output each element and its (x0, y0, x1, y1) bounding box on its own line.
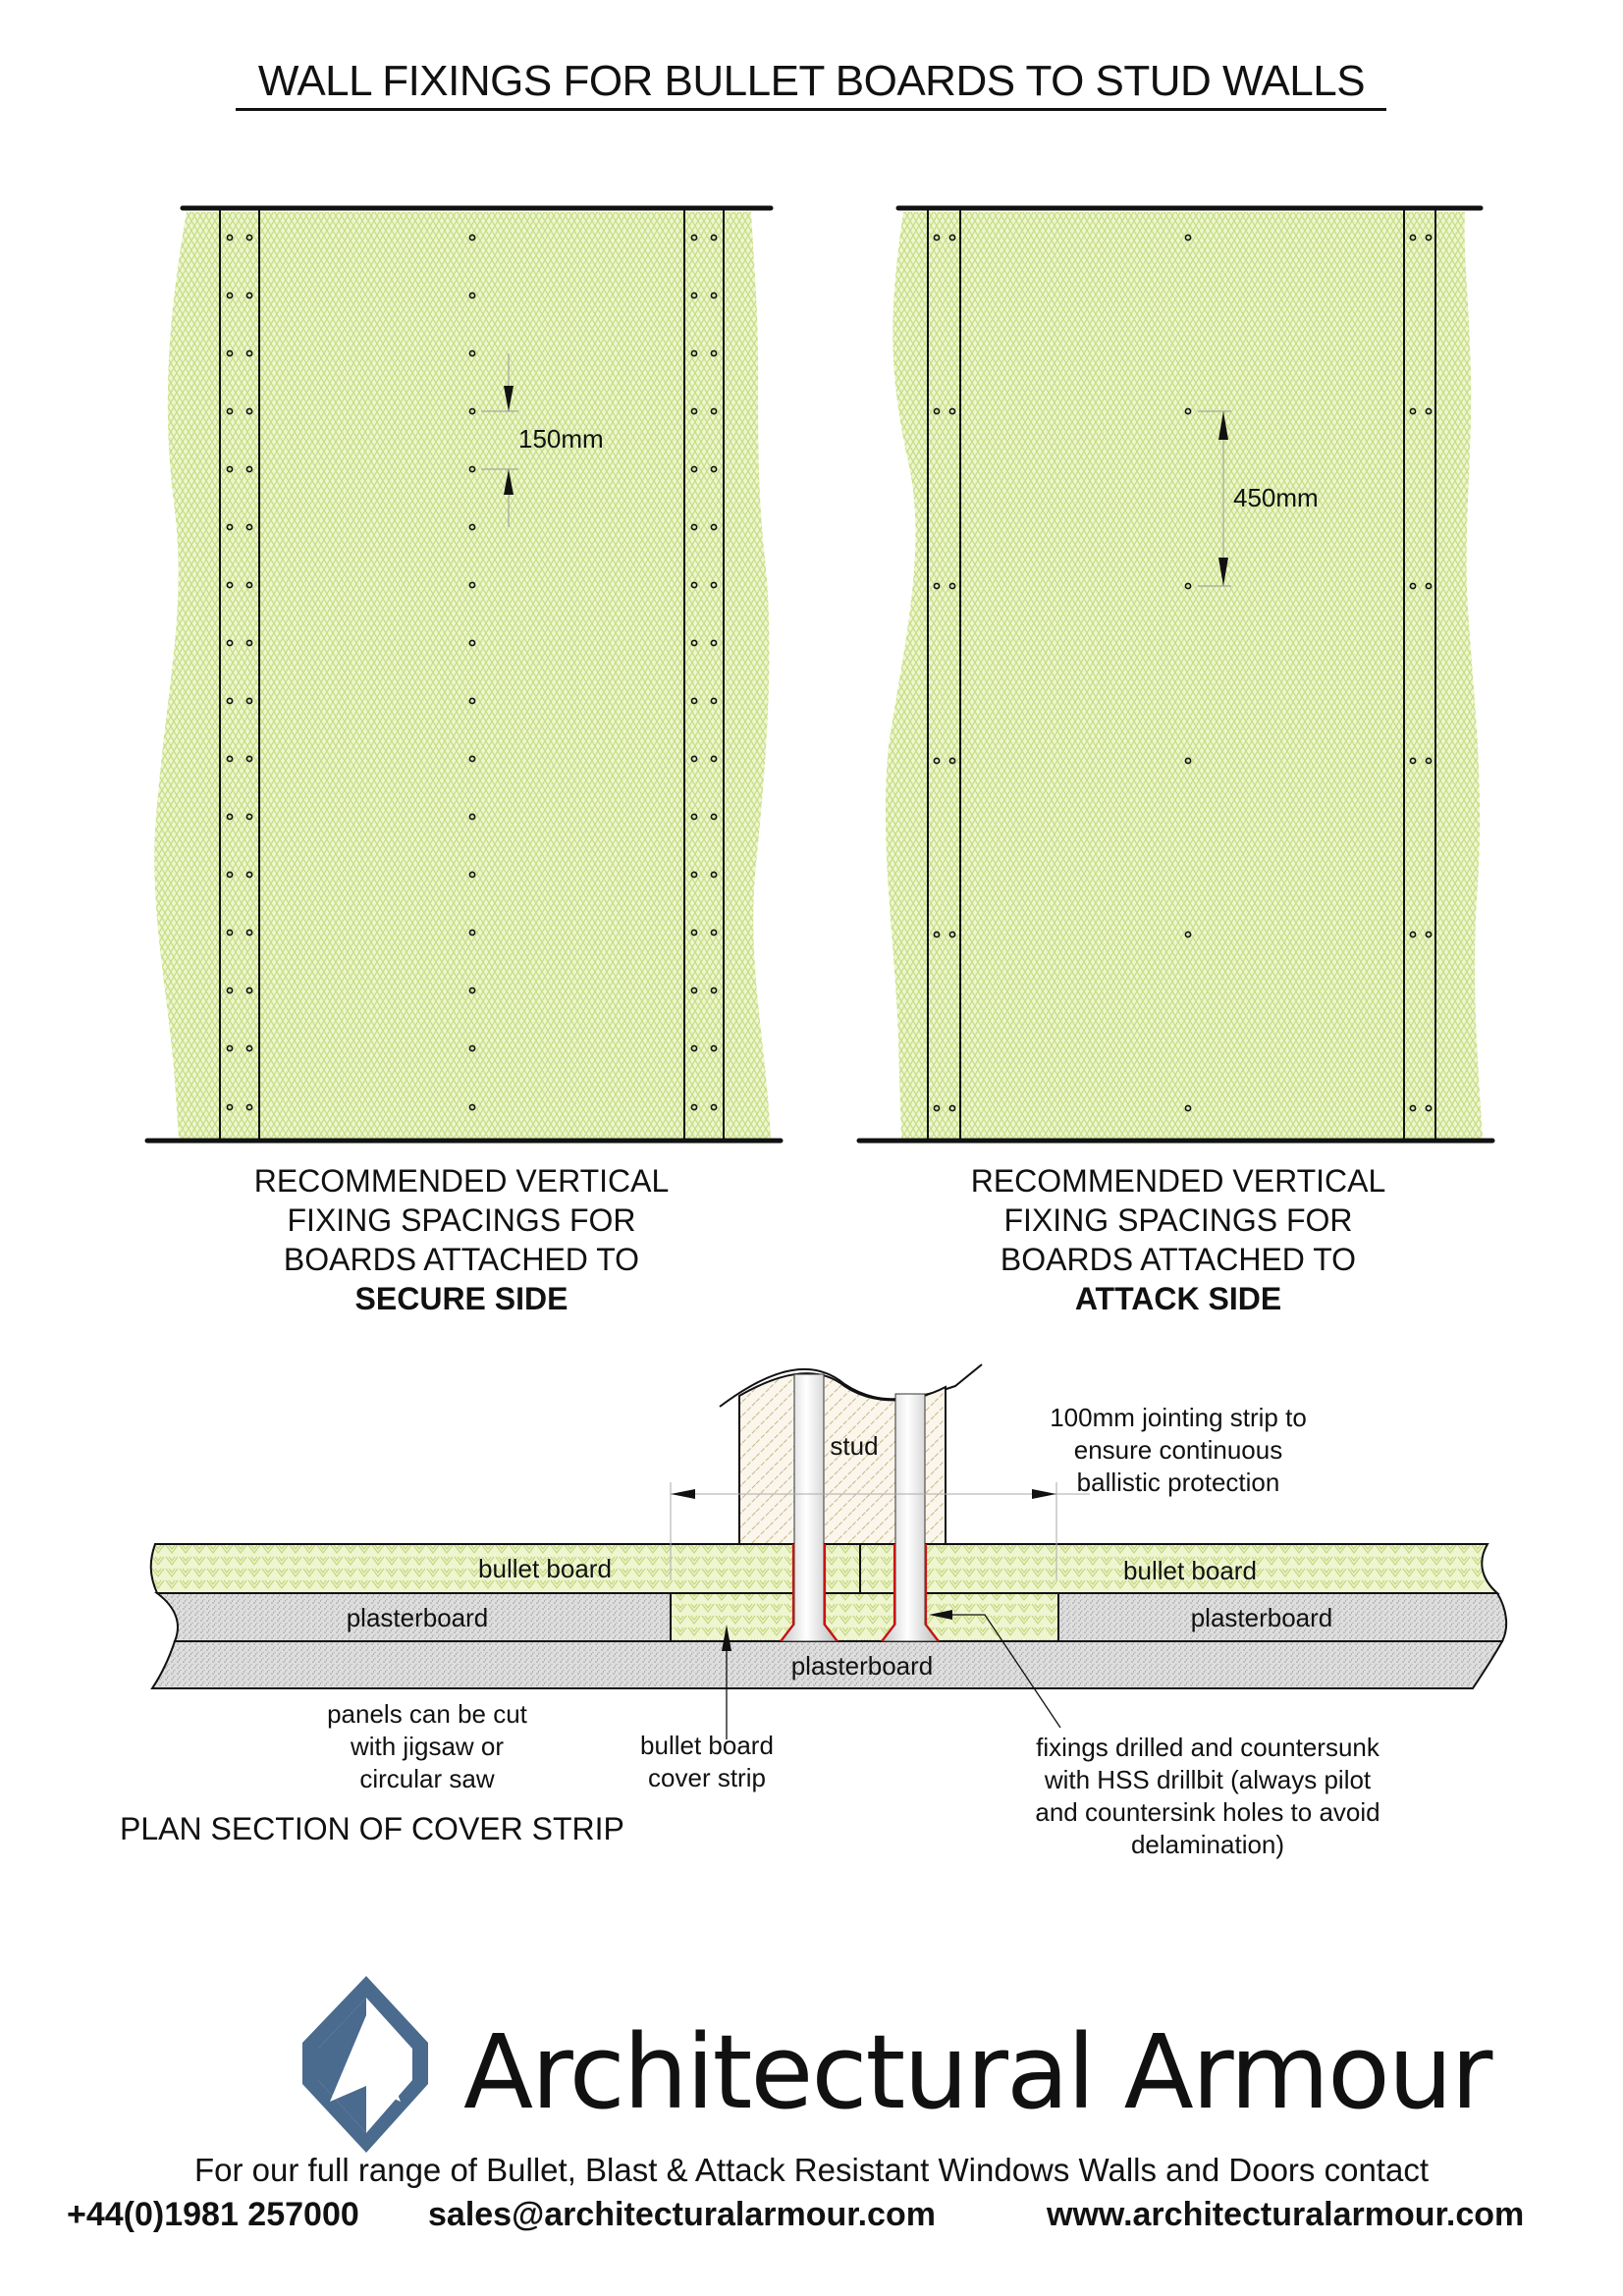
page-title: WALL FIXINGS FOR BULLET BOARDS TO STUD W… (257, 57, 1366, 105)
note-line: ballistic protection (1076, 1468, 1280, 1497)
cover-strip-note: bullet board cover strip (609, 1730, 805, 1794)
caption-emphasis: SECURE SIDE (354, 1281, 568, 1316)
note-line: with HSS drillbit (always pilot (1044, 1765, 1372, 1794)
dimension-150mm (481, 353, 518, 527)
panels-cut-note: panels can be cut with jigsaw or circula… (285, 1698, 569, 1795)
fixings-note: fixings drilled and countersunk with HSS… (992, 1732, 1424, 1861)
attack-side-panel (856, 205, 1495, 1144)
dimension-450mm (1198, 410, 1231, 587)
secure-side-caption: RECOMMENDED VERTICAL FIXING SPACINGS FOR… (167, 1161, 756, 1318)
caption-line: RECOMMENDED VERTICAL (253, 1163, 670, 1199)
phone-number: +44(0)1981 257000 (67, 2196, 359, 2233)
note-line: fixings drilled and countersunk (1036, 1733, 1380, 1762)
bullet-board-left-label: bullet board (478, 1554, 612, 1583)
bullet-board-right-label: bullet board (1123, 1556, 1257, 1585)
tagline: For our full range of Bullet, Blast & At… (194, 2152, 1429, 2188)
secure-side-fixing-dots (226, 234, 718, 1111)
caption-line: FIXING SPACINGS FOR (1003, 1202, 1353, 1238)
plasterboard-left-label: plasterboard (346, 1603, 489, 1632)
note-line: cover strip (648, 1763, 766, 1792)
attack-side-caption: RECOMMENDED VERTICAL FIXING SPACINGS FOR… (884, 1161, 1473, 1318)
title-underline (236, 108, 1386, 111)
brand-name: Architectural Armour (463, 2012, 1492, 2132)
logo-icon (302, 1976, 428, 2153)
section-title: PLAN SECTION OF COVER STRIP (120, 1811, 624, 1846)
secure-side-panel (144, 205, 784, 1144)
plasterboard-right-label: plasterboard (1190, 1603, 1333, 1632)
note-line: ensure continuous (1073, 1435, 1283, 1465)
note-line: bullet board (640, 1731, 774, 1760)
website-link[interactable]: www.architecturalarmour.com (1047, 2196, 1525, 2233)
note-line: 100mm jointing strip to (1050, 1403, 1307, 1432)
note-line: and countersink holes to avoid (1035, 1797, 1380, 1827)
jointing-strip-note: 100mm jointing strip to ensure continuou… (1001, 1402, 1355, 1499)
stud-label: stud (830, 1431, 879, 1461)
dimension-label-150: 150mm (518, 424, 604, 454)
caption-line: BOARDS ATTACHED TO (283, 1242, 640, 1277)
note-line: with jigsaw or (350, 1732, 505, 1761)
note-line: panels can be cut (327, 1699, 527, 1729)
attack-side-fixing-dots (933, 234, 1433, 1112)
note-line: delamination) (1130, 1830, 1285, 1859)
caption-line: RECOMMENDED VERTICAL (970, 1163, 1386, 1199)
email-link[interactable]: sales@architecturalarmour.com (428, 2196, 936, 2233)
dimension-label-450: 450mm (1233, 483, 1319, 512)
note-line: circular saw (359, 1764, 495, 1793)
fixing-screws (780, 1373, 940, 1642)
caption-emphasis: ATTACK SIDE (1074, 1281, 1282, 1316)
plasterboard-bottom-label: plasterboard (790, 1651, 934, 1681)
caption-line: BOARDS ATTACHED TO (1000, 1242, 1357, 1277)
plan-section (149, 1363, 1508, 1739)
caption-line: FIXING SPACINGS FOR (287, 1202, 636, 1238)
